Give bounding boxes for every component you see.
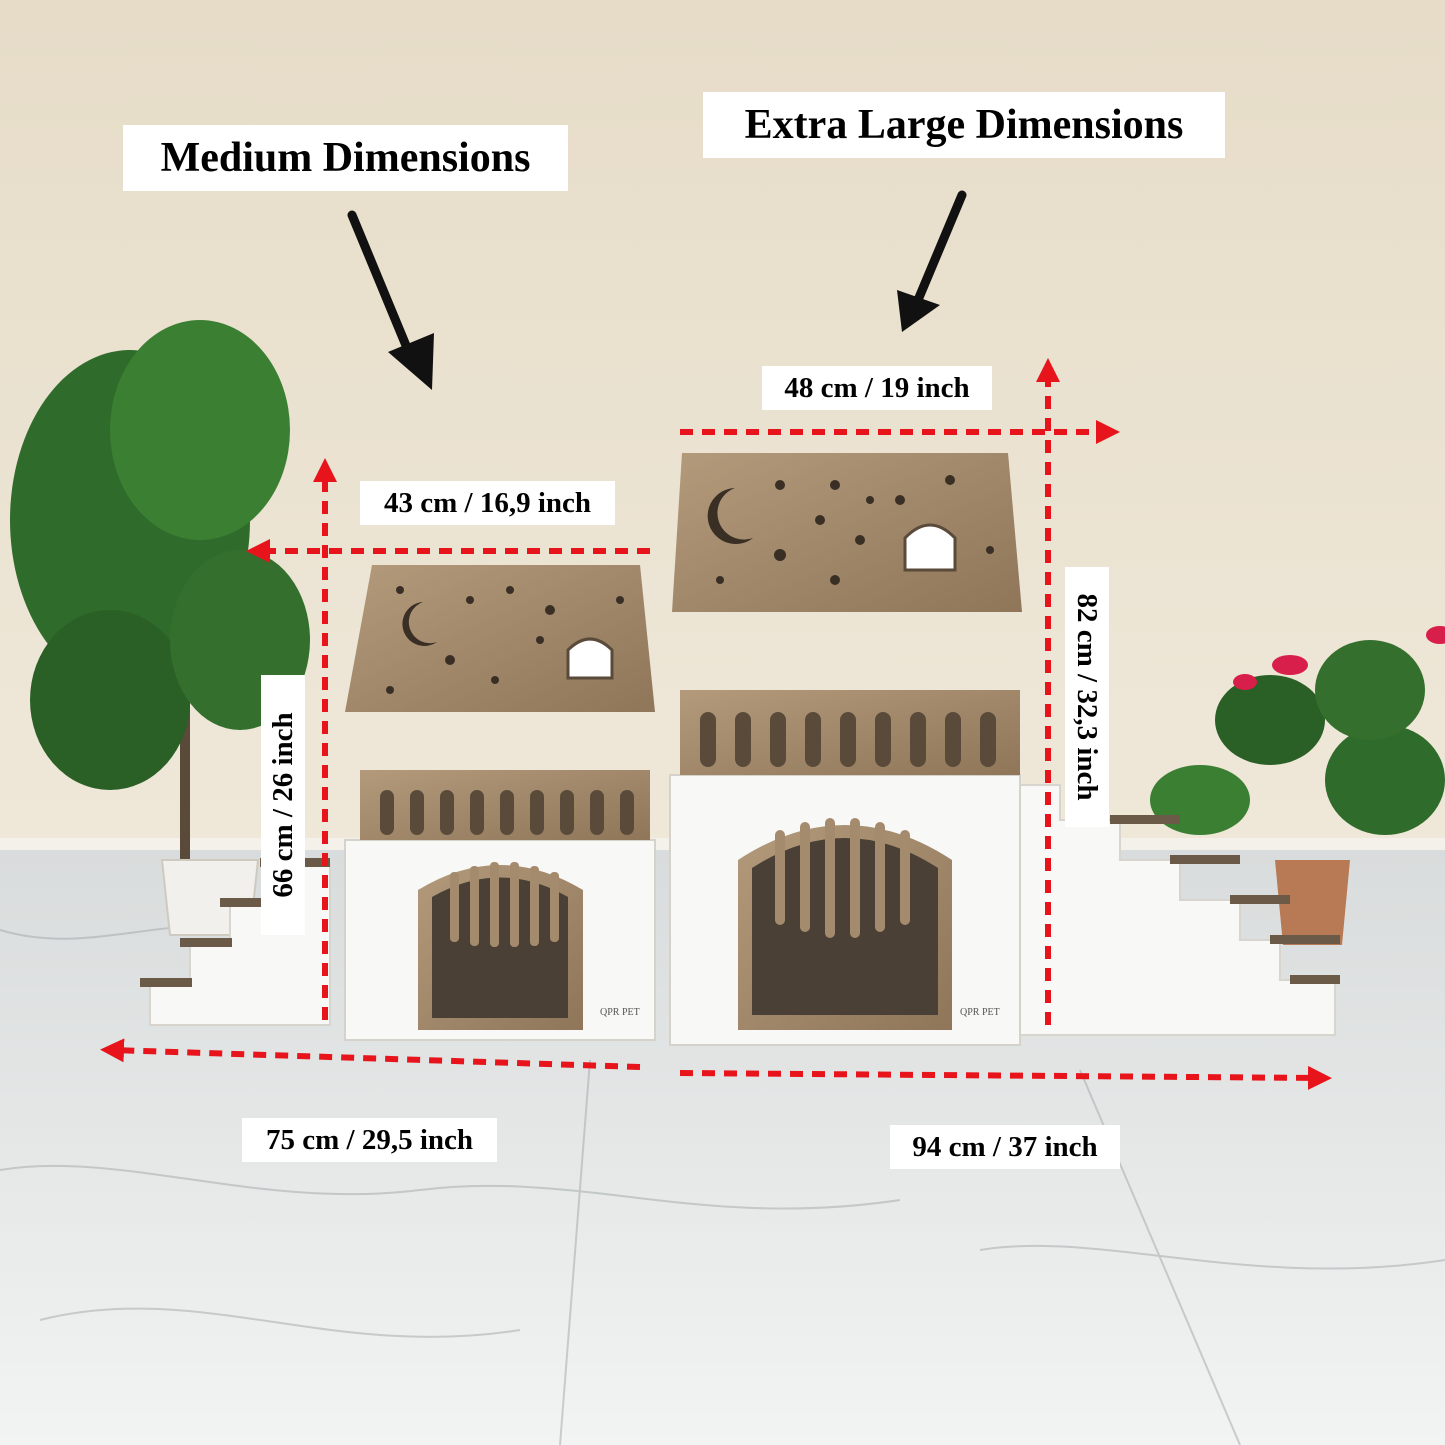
medium-width-label: 43 cm / 16,9 inch	[360, 481, 615, 525]
xl-total-width-arrow	[679, 1065, 1332, 1090]
xl-title-label: Extra Large Dimensions	[703, 92, 1225, 158]
medium-house: QPR PET	[344, 565, 656, 1041]
dimension-arrows	[100, 358, 1332, 1090]
medium-house-brand: QPR PET	[600, 1007, 640, 1018]
xl-house: QPR PET	[669, 453, 1022, 1046]
xl-pointer-arrow	[897, 190, 967, 332]
right-stairs	[1019, 784, 1340, 1036]
xl-total-width-label: 94 cm / 37 inch	[890, 1125, 1120, 1169]
medium-height-label: 66 cm / 26 inch	[261, 675, 305, 935]
xl-height-label: 82 cm / 32,3 inch	[1065, 567, 1109, 827]
medium-total-width-arrow	[100, 1038, 641, 1070]
medium-pointer-arrow	[347, 210, 434, 390]
right-potted-plant	[1150, 626, 1445, 945]
medium-title-label: Medium Dimensions	[123, 125, 568, 191]
xl-house-brand: QPR PET	[960, 1007, 1000, 1018]
xl-width-label: 48 cm / 19 inch	[762, 366, 992, 410]
medium-total-width-label: 75 cm / 29,5 inch	[242, 1118, 497, 1162]
